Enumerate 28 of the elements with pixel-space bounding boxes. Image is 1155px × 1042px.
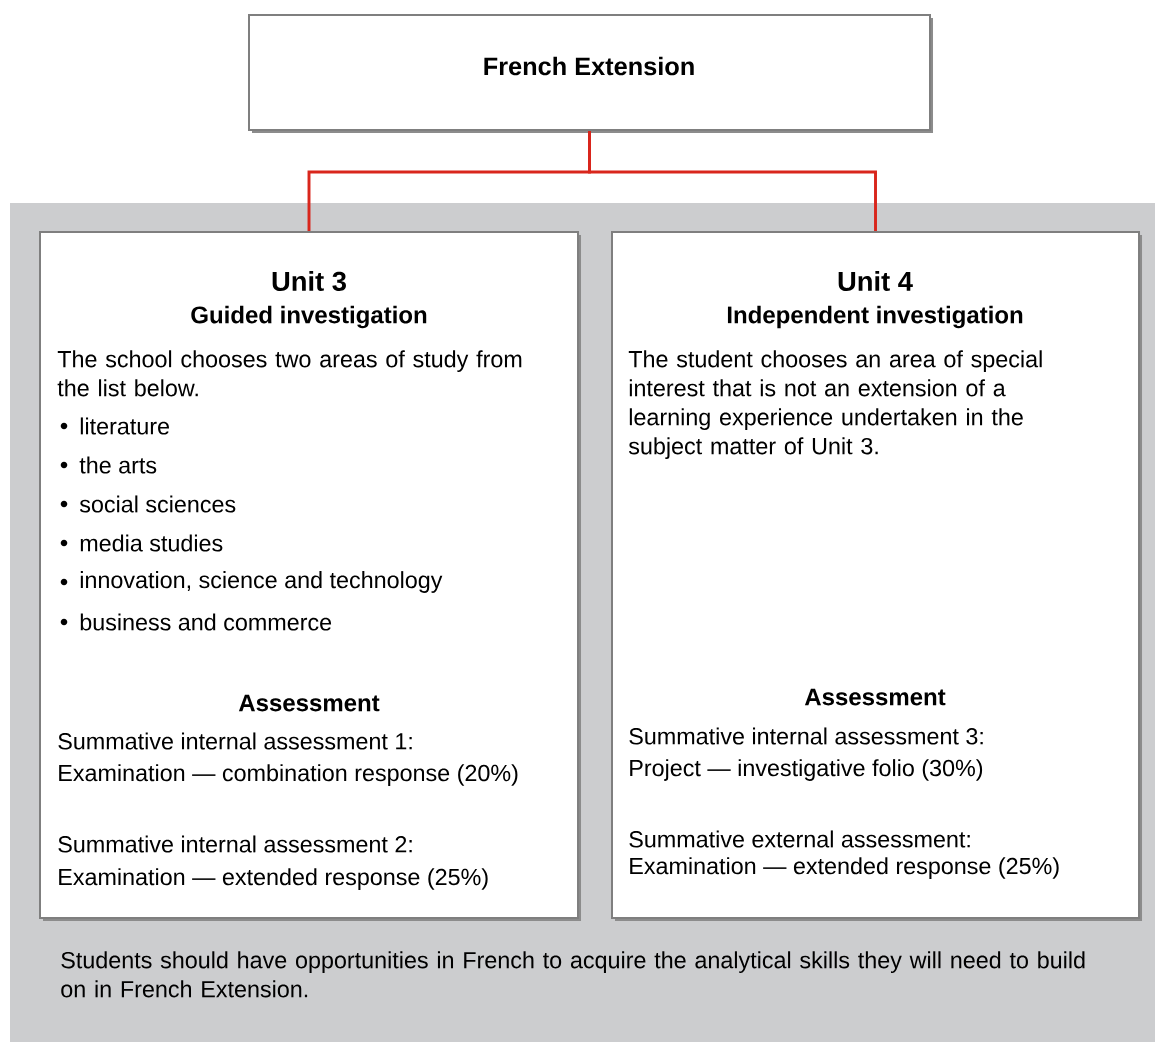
subheading: Independent investigation: [727, 305, 1023, 329]
paragraph: The student chooses an area of special interest that is not an extension of a learning experience undertaken in the subject matter of Unit 3.: [628, 350, 1042, 460]
heading: French Extension: [484, 56, 694, 76]
title-box: [248, 14, 933, 133]
assessment-line: Examination — combination response (20%): [59, 764, 518, 786]
subheading: Assessment: [238, 694, 380, 712]
assessment-line: Summative internal assessment 1:: [58, 732, 412, 750]
paragraph: Students should have opportunities in French to acquire the analytical skills they will need to build on in French Extension.: [61, 951, 1085, 998]
unit-box: [611, 231, 1142, 921]
unit-box: [39, 231, 581, 921]
bullet-item: innovation, science and technology: [60, 571, 443, 593]
bullet-item: media studies: [60, 534, 223, 552]
bullet-item: literature: [60, 417, 169, 435]
assessment-line: Examination — extended response (25%): [630, 857, 1059, 879]
unit-heading: Unit 4: [838, 270, 913, 292]
assessment-line: Summative internal assessment 3:: [629, 727, 983, 745]
assessment-line: Summative external assessment:: [629, 830, 970, 848]
assessment-line: Examination — extended response (25%): [59, 868, 488, 890]
subheading: Guided investigation: [191, 305, 427, 329]
assessment-line: Project — investigative folio (30%): [630, 759, 983, 781]
unit-heading: Unit 3: [272, 270, 346, 292]
subheading: Assessment: [804, 688, 946, 706]
bullet-item: the arts: [60, 456, 157, 474]
assessment-line: Summative internal assessment 2:: [58, 835, 412, 853]
connector-line: [588, 131, 877, 231]
bullet-item: social sciences: [60, 495, 236, 513]
bullet-item: business and commerce: [60, 613, 332, 631]
paragraph: The school chooses two areas of study from the list below.: [57, 350, 522, 397]
